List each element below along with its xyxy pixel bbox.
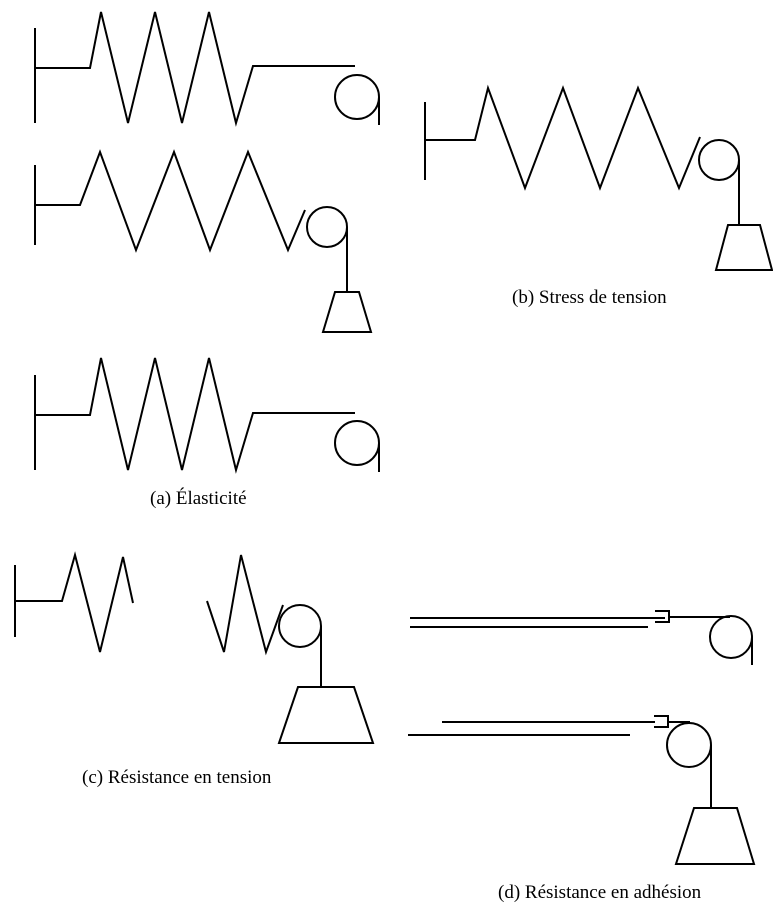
panel-d-unloaded [410, 610, 753, 665]
clamp [654, 715, 690, 728]
panel-a-rest-bottom [34, 357, 380, 474]
spring-right-piece [206, 554, 284, 656]
pulley [306, 206, 348, 248]
weight [321, 291, 373, 333]
spring [35, 11, 355, 127]
weight [674, 807, 756, 865]
caption-c: (c) Résistance en tension [82, 767, 272, 788]
weight [277, 686, 375, 744]
weight [714, 224, 773, 271]
pulley [278, 604, 322, 648]
caption-d: (d) Résistance en adhésion [498, 882, 702, 903]
pulley [709, 615, 753, 659]
spring [35, 357, 355, 474]
spring [35, 149, 306, 253]
pulley [666, 722, 712, 768]
pulley [334, 420, 380, 466]
caption-a: (a) Élasticité [150, 488, 247, 509]
panel-b-tension-stress [424, 84, 773, 271]
caption-b: (b) Stress de tension [512, 287, 667, 308]
spring-left-piece [15, 551, 134, 653]
panel-d-loaded [408, 715, 756, 865]
panel-a-loaded [34, 149, 373, 333]
panel-c-broken-spring [14, 551, 375, 744]
pulley [698, 139, 740, 181]
clamp [655, 610, 730, 623]
panel-a-rest-top [34, 11, 380, 127]
spring [425, 84, 701, 191]
pulley [334, 74, 380, 120]
